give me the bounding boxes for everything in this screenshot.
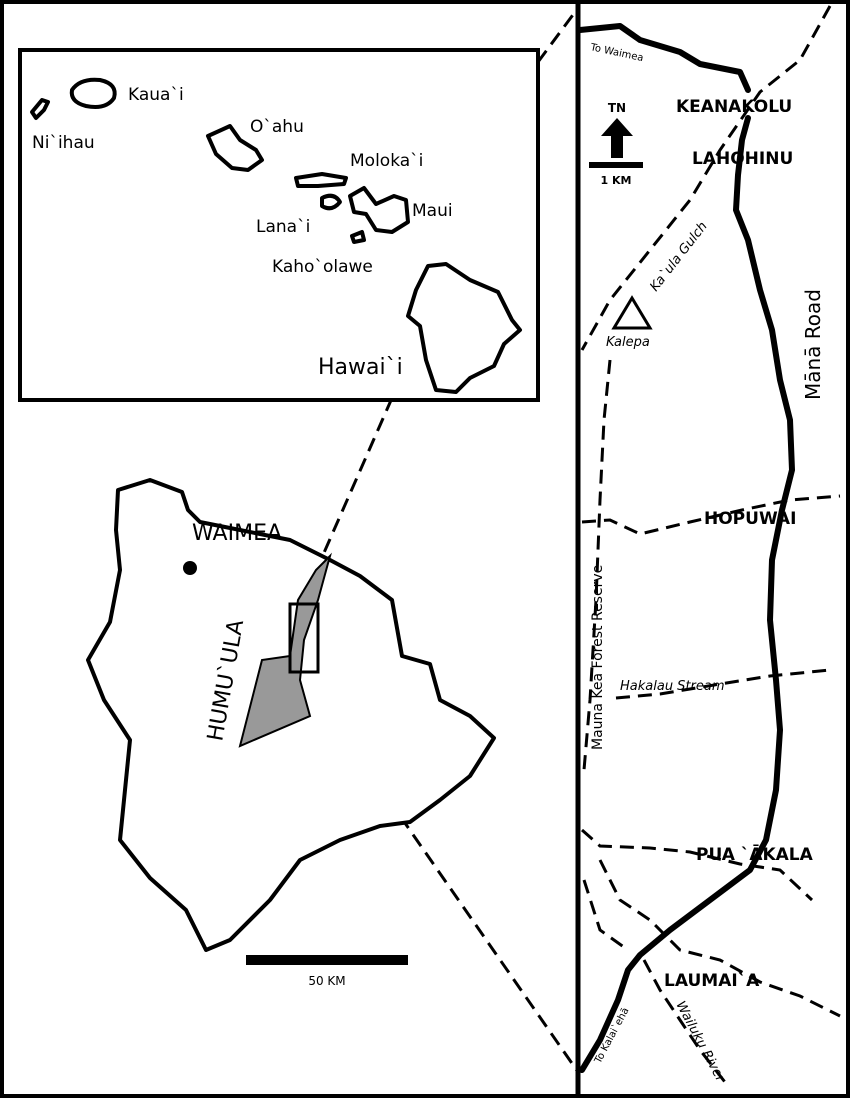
connector-line: [298, 671, 580, 1073]
hakalau-stream: [615, 668, 831, 700]
detail-panel: TN 1 KM: [577, 5, 841, 1087]
north-label: TN: [608, 101, 626, 115]
site-puaakala: PUA `ĀKALA: [696, 843, 814, 865]
label-maui: Maui: [412, 201, 453, 221]
label-oahu: O`ahu: [250, 117, 304, 137]
label-kalepa: Kalepa: [606, 335, 650, 350]
scale-bar-50km: [246, 955, 408, 965]
label-mana-road: Mānā Road: [801, 289, 825, 400]
inset-islands: [30, 77, 522, 394]
connector-line: [536, 7, 580, 63]
north-arrow-icon: [601, 118, 633, 158]
island-hawaii: [406, 262, 522, 394]
label-hakalau-stream: Hakalau Stream: [620, 679, 725, 694]
puaakala-trail: [581, 828, 814, 902]
island-maui: [348, 186, 410, 234]
hopuwai-trail: [581, 494, 841, 536]
site-lahohinu: LAHOHINU: [692, 149, 793, 169]
wailuku-river: [642, 959, 730, 1087]
label-wailuku-river: Wailuku River: [672, 999, 728, 1086]
site-hopuwai: HOPUWAI: [704, 509, 796, 529]
island-molokai: [294, 172, 348, 188]
label-waimea: WAIMEA: [192, 521, 282, 546]
island-kahoolawe: [350, 230, 366, 244]
scale-label-50km: 50 KM: [308, 974, 345, 988]
label-niihau: Ni`ihau: [32, 133, 95, 153]
label-kahoolawe: Kaho`olawe: [272, 257, 373, 277]
label-forest-reserve: Mauna Kea Forest Reserve: [590, 565, 606, 750]
label-lanai: Lana`i: [256, 217, 310, 237]
road-to-waimea: [577, 23, 751, 93]
kalepa-peak-icon: [611, 295, 653, 330]
island-niihau: [30, 98, 50, 120]
trail-line: [582, 359, 612, 771]
island-kauai: [69, 77, 117, 109]
label-kaula-gulch: Ka`ula Gulch: [647, 219, 710, 294]
connector-line: [310, 397, 394, 581]
laumaia-trail: [598, 859, 841, 1018]
scale-label-1km: 1 KM: [601, 174, 632, 187]
island-lanai: [320, 193, 342, 211]
side-trail: [582, 879, 629, 952]
mana-road: [579, 115, 795, 1073]
detail-extent-box: [288, 602, 320, 674]
label-hawaii: Hawai`i: [318, 355, 403, 380]
scale-bar-1km: [589, 162, 643, 168]
label-molokai: Moloka`i: [350, 151, 423, 171]
site-laumaia: LAUMAI`A: [664, 971, 760, 991]
site-keanakolu: KEANAKOLU: [676, 97, 792, 117]
label-kauai: Kaua`i: [128, 85, 184, 105]
island-oahu: [206, 124, 264, 172]
label-to-waimea: To Waimea: [588, 42, 644, 64]
gulch-line: [580, 5, 832, 351]
waimea-dot: [183, 561, 197, 575]
